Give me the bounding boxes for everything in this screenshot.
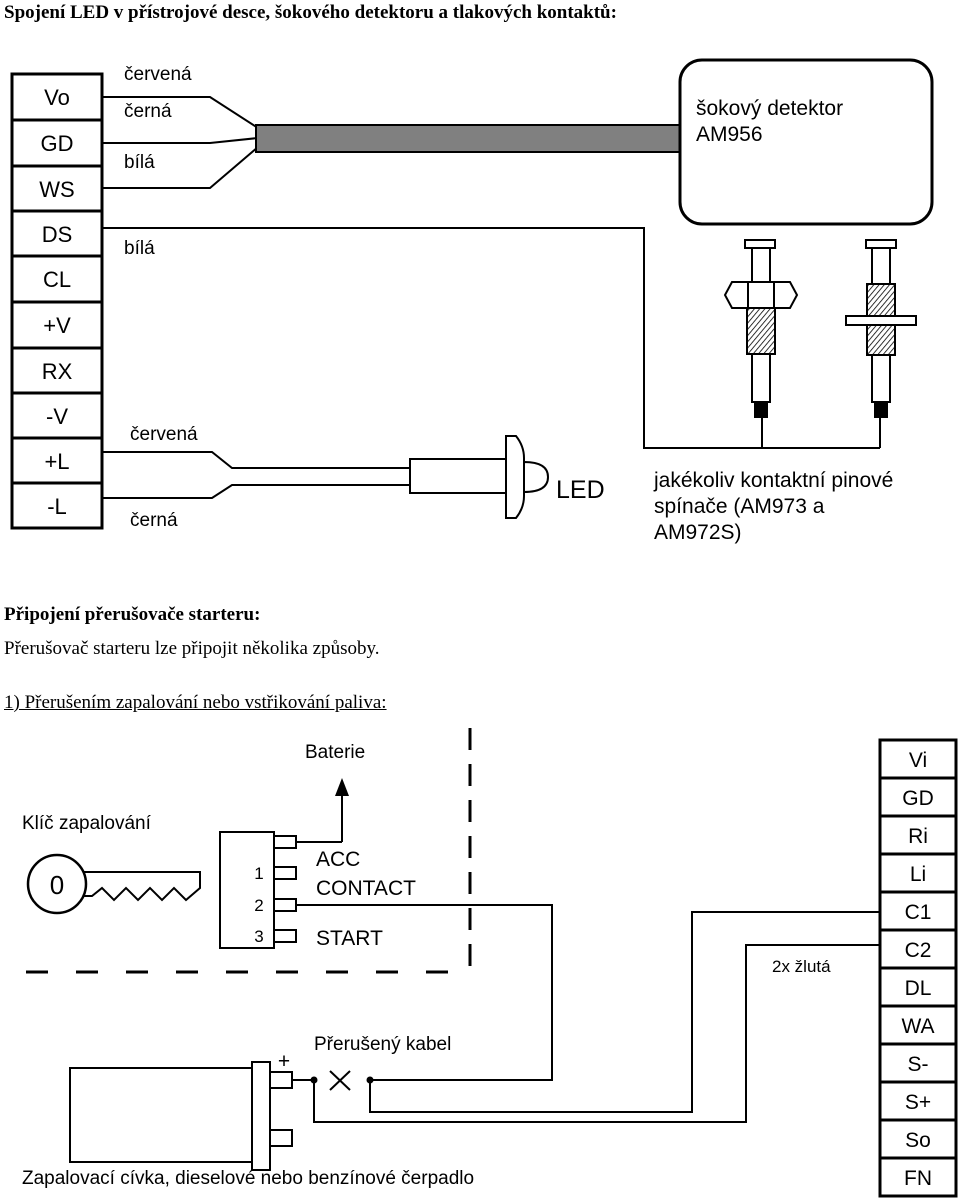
terminal-ri: Ri <box>908 825 928 848</box>
terminal-plus-v: +V <box>43 313 71 338</box>
terminal-minus-l: -L <box>47 494 67 519</box>
dashed-boundary <box>26 728 472 974</box>
wire-label-white: bílá <box>124 152 155 173</box>
pin-switch-hex <box>723 239 799 418</box>
wire-label-black: černá <box>124 101 172 122</box>
yellow-wires <box>313 911 880 1123</box>
terminal-rx: RX <box>42 359 73 384</box>
ignition-switch: 1 2 3 <box>219 831 342 949</box>
diagram2-terminal-block: Vi GD Ri Li C1 C2 DL WA S- S+ So FN <box>878 738 958 1198</box>
terminal-gd-2: GD <box>902 787 934 810</box>
terminal-dl: DL <box>905 977 932 1000</box>
terminal-plus-l: +L <box>44 449 69 474</box>
start-label: START <box>316 927 383 950</box>
switches-label-2: spínače (AM973 a <box>654 495 825 518</box>
yellow-wires-label: 2x žlutá <box>772 957 831 976</box>
switch-pin-3: 3 <box>254 927 263 946</box>
battery-arrow <box>335 778 349 842</box>
contact-wire <box>296 904 553 1081</box>
coil-label: Zapalovací cívka, dieselové nebo benzíno… <box>22 1168 474 1189</box>
detector-label: šokový detektor <box>696 97 843 120</box>
terminal-vi: Vi <box>909 749 927 772</box>
detector-wires <box>102 96 259 189</box>
led-label: LED <box>556 476 605 504</box>
switch-pin-2: 2 <box>254 896 263 915</box>
terminal-vo: Vo <box>44 85 70 110</box>
terminal-fn: FN <box>904 1167 932 1190</box>
detector-cable <box>255 124 683 153</box>
key-icon: 0 <box>26 853 201 915</box>
terminal-cl: CL <box>43 267 71 292</box>
terminal-li: Li <box>910 863 926 886</box>
terminal-c2: C2 <box>905 939 932 962</box>
detector-model: AM956 <box>696 123 763 146</box>
terminal-s-plus: S+ <box>905 1091 931 1114</box>
section-paragraph: Přerušovač starteru lze připojit několik… <box>4 638 380 659</box>
ignition-key-label: Klíč zapalování <box>22 813 152 834</box>
wire-label-red-led: červená <box>130 424 198 445</box>
plus-sign: + <box>278 1050 290 1073</box>
contact-label: CONTACT <box>316 877 416 900</box>
terminal-c1: C1 <box>905 901 932 924</box>
wire-label-red: červená <box>124 64 192 85</box>
shock-detector-box <box>678 58 934 226</box>
pin-switch-washer <box>845 239 917 418</box>
step-1-heading: 1) Přerušením zapalování nebo vstřikován… <box>4 692 387 713</box>
page-title: Spojení LED v přístrojové desce, šokovéh… <box>4 2 617 23</box>
terminal-so: So <box>905 1129 931 1152</box>
battery-label: Baterie <box>305 742 365 763</box>
broken-cable-label: Přerušený kabel <box>314 1034 451 1055</box>
switch-pin-1: 1 <box>254 864 263 883</box>
section-heading: Připojení přerušovače starteru: <box>4 604 261 625</box>
broken-cable <box>292 1070 374 1091</box>
terminal-ds: DS <box>42 222 73 247</box>
wire-label-black-led: černá <box>130 510 178 531</box>
terminal-wa: WA <box>901 1015 934 1038</box>
acc-label: ACC <box>316 848 360 871</box>
switches-label-1: jakékoliv kontaktní pinové <box>653 469 893 492</box>
wire-label-white-ds: bílá <box>124 238 155 259</box>
terminal-ws: WS <box>39 177 74 202</box>
key-symbol: 0 <box>50 870 64 900</box>
terminal-gd: GD <box>41 131 74 156</box>
terminal-s-minus: S- <box>908 1053 929 1076</box>
diagram1-terminal-block: Vo GD WS DS CL +V RX -V +L -L <box>10 72 104 530</box>
terminal-minus-v: -V <box>46 404 68 429</box>
led <box>409 435 550 519</box>
led-wires <box>102 451 412 499</box>
switches-label-3: AM972S) <box>654 521 742 544</box>
ignition-coil <box>69 1061 293 1171</box>
